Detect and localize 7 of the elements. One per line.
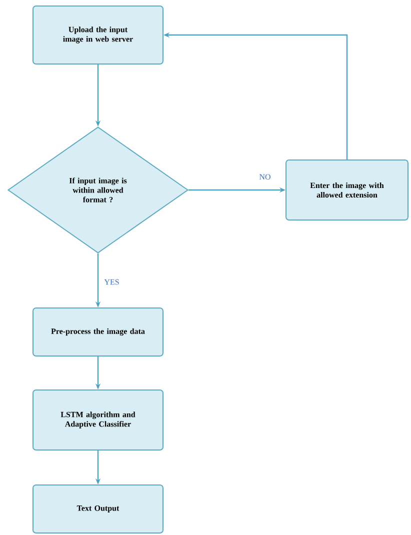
- process-box: Enter the image with allowed extension: [286, 160, 408, 220]
- process-box: Text Output: [32, 484, 164, 534]
- process-box: Pre-process the image data: [32, 308, 164, 356]
- process-box: LSTM algorithm and Adaptive Classifier: [32, 390, 164, 450]
- process-box: Upload the input image in web server: [32, 6, 164, 64]
- edge-label: NO: [259, 174, 270, 180]
- edge-label: YES: [104, 279, 119, 285]
